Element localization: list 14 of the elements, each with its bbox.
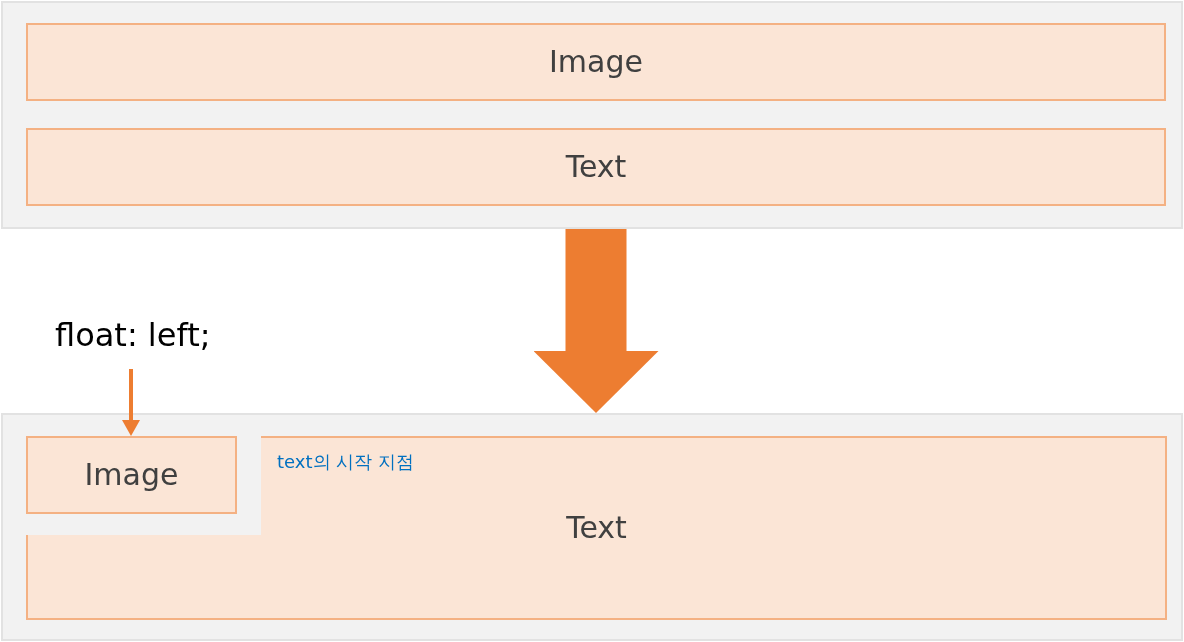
- box-label: Text: [566, 510, 627, 546]
- content-box: [26, 436, 1167, 620]
- content-box: [26, 436, 237, 514]
- container-panel: [1, 1, 1183, 229]
- box-label: Image: [84, 457, 179, 493]
- content-box: [26, 23, 1166, 101]
- container-panel: [1, 413, 1183, 641]
- content-box: [26, 128, 1166, 206]
- arrow: [122, 369, 140, 436]
- box-label: Image: [549, 44, 643, 80]
- note-text: text의 시작 지점: [277, 451, 414, 473]
- box-label: Text: [565, 149, 627, 185]
- code-label: float: left;: [55, 315, 211, 355]
- block-arrow: [533, 229, 659, 413]
